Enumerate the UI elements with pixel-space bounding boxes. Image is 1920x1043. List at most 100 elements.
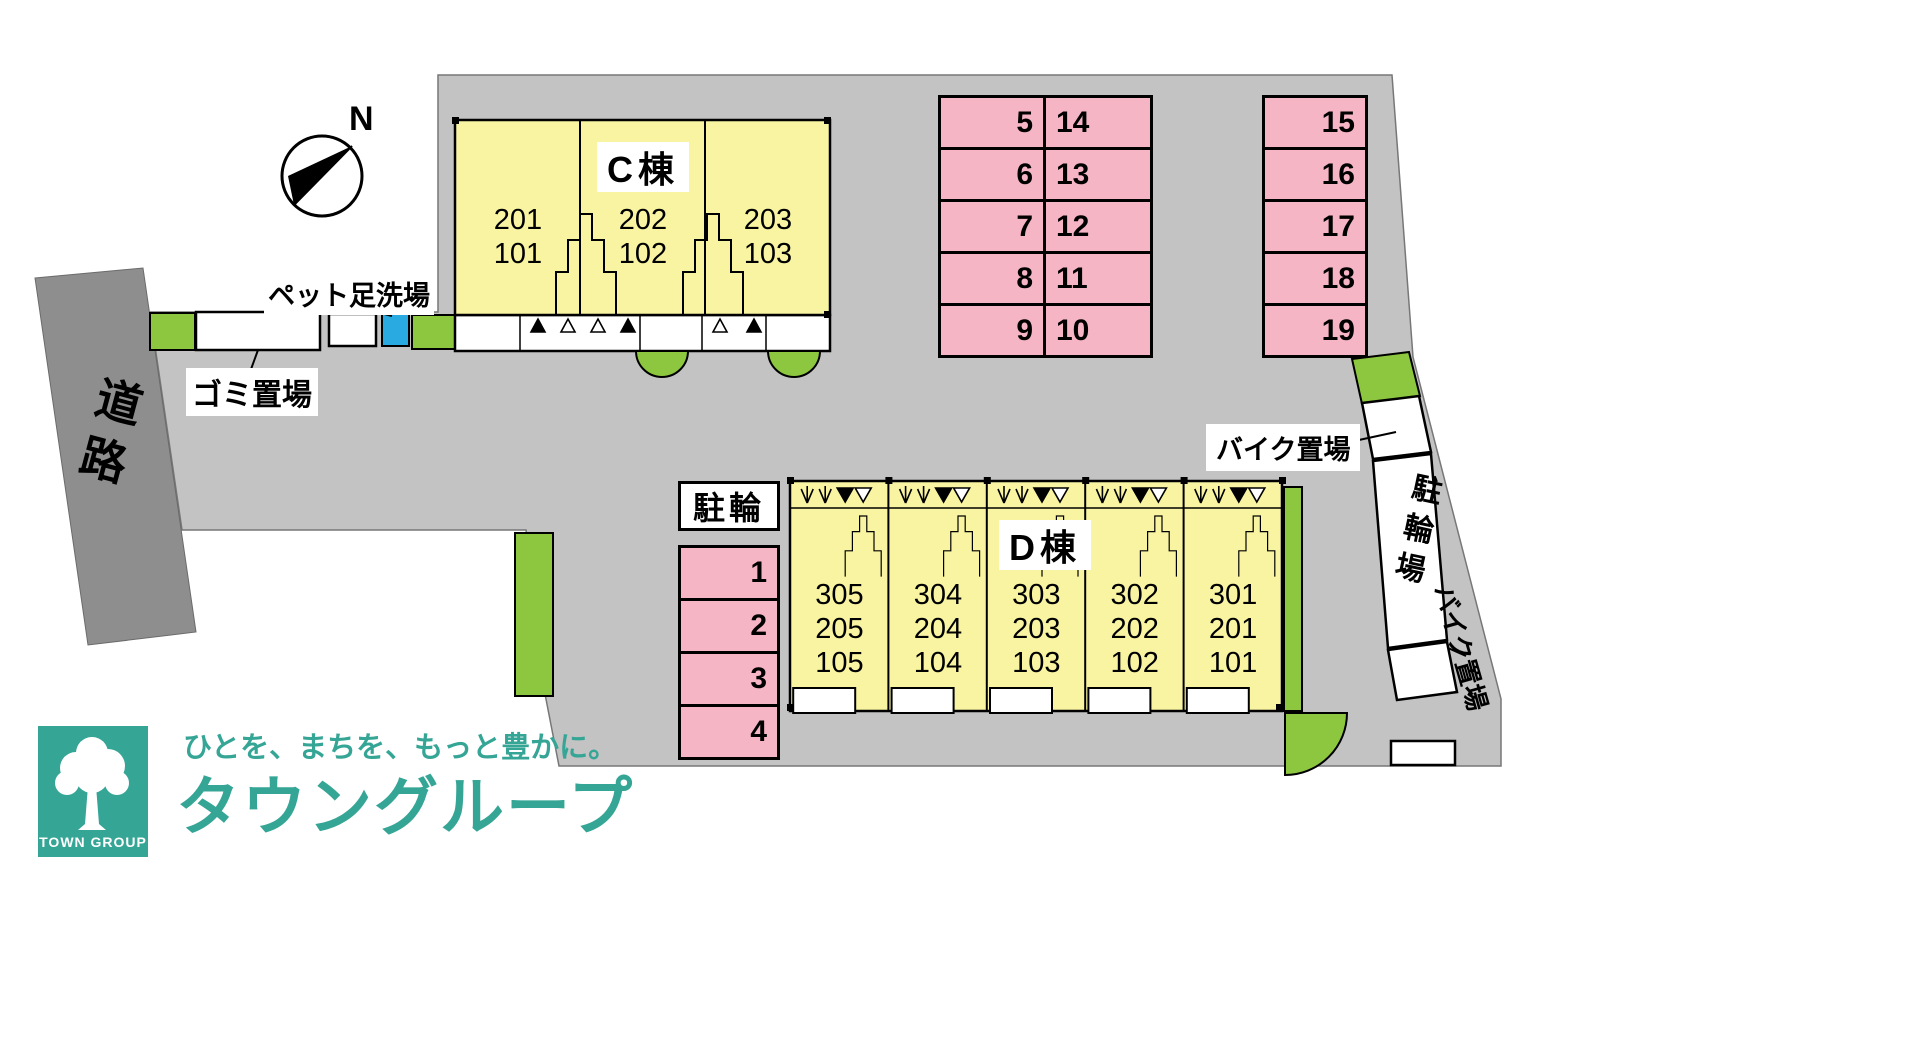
- stall-number: 18: [1321, 261, 1355, 295]
- bicycle-stall-3: 3: [678, 651, 780, 707]
- stall-number: 7: [1016, 209, 1033, 243]
- compass-icon: [280, 134, 364, 218]
- entrance-triangle-icon: [853, 487, 873, 504]
- building-d-shape: [788, 479, 1284, 713]
- green-corner-fan: [1284, 712, 1349, 777]
- shrub-icon: [1212, 486, 1226, 504]
- parking-stall-7: 7: [938, 199, 1046, 254]
- entrance-triangle-icon: [1050, 487, 1070, 504]
- garbage-box: [194, 310, 322, 352]
- corner-dot: [1276, 704, 1283, 711]
- building-c-porch-strip: [453, 313, 832, 353]
- stall-number: 6: [1016, 157, 1033, 191]
- stall-number: 13: [1056, 157, 1090, 191]
- stall-number: 4: [750, 715, 767, 748]
- stall-number: 8: [1016, 261, 1033, 295]
- green-entrance-bush-1: [634, 350, 690, 378]
- entrance-triangle-icon: [1247, 487, 1267, 504]
- pet-wash-label: ペット足洗場: [264, 272, 434, 315]
- corner-dot: [983, 477, 991, 484]
- entrance-triangle-icon: [745, 317, 763, 333]
- shrub-icon: [818, 486, 832, 504]
- unit-porch: [1087, 687, 1152, 714]
- bicycle-stall-1: 1: [678, 545, 780, 601]
- shrub-icon: [1113, 486, 1128, 504]
- corner-dot: [1180, 477, 1188, 484]
- shrub-icon: [1015, 486, 1029, 504]
- stall-number: 19: [1321, 313, 1355, 347]
- corner-dot: [787, 704, 794, 711]
- green-entrance-bush-2: [766, 350, 822, 378]
- stall-number: 2: [750, 609, 767, 642]
- entrance-triangle-icon: [1149, 487, 1168, 504]
- bicycle-stall-2: 2: [678, 598, 780, 654]
- entrance-triangle-icon: [1131, 487, 1150, 504]
- stall-number: 1: [750, 556, 767, 589]
- entrance-triangle-icon: [619, 317, 637, 333]
- parking-stall-13: 13: [1043, 147, 1153, 202]
- corner-dot: [885, 477, 893, 484]
- parking-stall-8: 8: [938, 251, 1046, 306]
- tree-icon: [55, 737, 129, 830]
- road-shape: [34, 267, 197, 646]
- shrub-icon: [1194, 486, 1208, 504]
- unit-porch: [792, 687, 857, 714]
- stall-number: 10: [1056, 313, 1090, 347]
- stall-number: 15: [1321, 105, 1355, 139]
- green-patch-2: [411, 314, 456, 350]
- entrance-triangle-icon: [711, 317, 729, 333]
- building-c-label: C棟: [597, 142, 689, 192]
- parking-stall-15: 15: [1262, 95, 1368, 150]
- parking-stall-6: 6: [938, 147, 1046, 202]
- stall-number: 5: [1016, 105, 1033, 139]
- green-strip-d: [1283, 486, 1303, 712]
- stall-number: 9: [1016, 313, 1033, 347]
- corner-dot: [787, 477, 794, 484]
- road-label: 道路: [66, 371, 148, 501]
- parking-stall-9: 9: [938, 303, 1046, 358]
- unit-porch: [890, 687, 955, 714]
- brand-tagline: ひとを、まちを、もっと豊かに。: [183, 732, 618, 764]
- entrance-triangle-icon: [835, 487, 855, 504]
- small-structure-bottom-right: [1389, 739, 1457, 767]
- pet-wash-area: [381, 312, 410, 347]
- entrance-triangle-icon: [952, 487, 971, 504]
- bicycle-stall-4: 4: [678, 704, 780, 760]
- town-group-logo: TOWN GROUP: [38, 726, 148, 857]
- unit-porch: [1185, 687, 1250, 714]
- unit-porch: [989, 687, 1053, 714]
- entrance-triangle-icon: [1032, 487, 1052, 504]
- shrub-icon: [800, 486, 814, 504]
- stall-number: 3: [750, 662, 767, 695]
- bike-area-shape-lower: [1386, 640, 1459, 702]
- corner-dot: [452, 117, 459, 124]
- parking-stall-11: 11: [1043, 251, 1153, 306]
- bicycle-area-shape: [1371, 452, 1449, 650]
- stall-number: 14: [1056, 105, 1090, 139]
- corner-dot: [824, 311, 831, 318]
- parking-stall-14: 14: [1043, 95, 1153, 150]
- corner-dot: [1082, 477, 1090, 484]
- bike-area-shape-upper: [1360, 394, 1433, 461]
- corner-dot: [1279, 477, 1286, 484]
- compass-n-label: N: [349, 100, 374, 138]
- bike-parking-label-lower: バイク置場: [1428, 581, 1493, 715]
- shrub-icon: [898, 486, 913, 504]
- shrub-icon: [916, 486, 931, 504]
- corner-dot: [824, 117, 831, 124]
- entrance-triangle-icon: [559, 317, 577, 333]
- parking-stall-10: 10: [1043, 303, 1153, 358]
- entrance-triangle-icon: [589, 317, 607, 333]
- parking-stall-18: 18: [1262, 251, 1368, 306]
- parking-stall-19: 19: [1262, 303, 1368, 358]
- parking-stall-12: 12: [1043, 199, 1153, 254]
- stall-number: 12: [1056, 209, 1090, 243]
- entrance-triangle-icon: [529, 317, 547, 333]
